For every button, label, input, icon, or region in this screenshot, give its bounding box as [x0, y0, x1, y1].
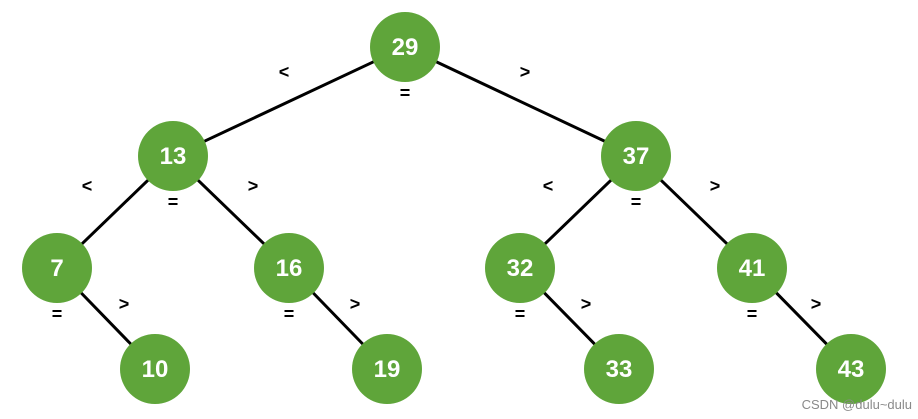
tree-edge	[193, 176, 269, 248]
tree-edge	[199, 58, 379, 145]
node-value: 29	[392, 34, 419, 61]
less-than-label: <	[543, 176, 554, 196]
tree-node-32: 32	[485, 233, 555, 303]
tree-edge	[540, 176, 616, 248]
node-circle	[120, 334, 190, 404]
node-value: 10	[142, 356, 169, 383]
node-circle	[584, 334, 654, 404]
tree-node-13: 13	[138, 121, 208, 191]
node-circle	[138, 121, 208, 191]
tree-node-33: 33	[584, 334, 654, 404]
tree-edge	[77, 288, 135, 349]
equal-label: =	[515, 304, 526, 324]
tree-edge	[77, 176, 153, 248]
tree-edge	[656, 176, 732, 248]
tree-edge	[309, 288, 367, 349]
tree-node-19: 19	[352, 334, 422, 404]
node-circle	[816, 334, 886, 404]
tree-edge	[772, 288, 831, 349]
nodes-layer: 29 13 37 7 16 32 41 10 19 33 43	[22, 12, 886, 404]
greater-than-label: >	[520, 62, 531, 82]
less-than-label: <	[279, 62, 290, 82]
node-value: 16	[276, 255, 303, 282]
tree-node-43: 43	[816, 334, 886, 404]
equal-label: =	[52, 304, 63, 324]
tree-edge	[431, 58, 610, 145]
node-circle	[22, 233, 92, 303]
tree-edge	[540, 288, 599, 349]
tree-node-29: 29	[370, 12, 440, 82]
symbols-layer: < > < > < > > > > > = = = = = = =	[52, 62, 822, 324]
node-circle	[601, 121, 671, 191]
node-circle	[352, 334, 422, 404]
node-value: 19	[374, 356, 401, 383]
node-circle	[485, 233, 555, 303]
node-value: 33	[606, 356, 633, 383]
greater-than-label: >	[248, 176, 259, 196]
node-circle	[717, 233, 787, 303]
tree-node-7: 7	[22, 233, 92, 303]
equal-label: =	[631, 192, 642, 212]
less-than-label: <	[82, 176, 93, 196]
node-circle	[254, 233, 324, 303]
node-value: 43	[838, 356, 865, 383]
greater-than-label: >	[119, 294, 130, 314]
edges-layer	[77, 58, 831, 349]
tree-node-41: 41	[717, 233, 787, 303]
greater-than-label: >	[710, 176, 721, 196]
greater-than-label: >	[350, 294, 361, 314]
tree-node-16: 16	[254, 233, 324, 303]
equal-label: =	[400, 83, 411, 103]
node-value: 37	[623, 143, 650, 170]
tree-node-37: 37	[601, 121, 671, 191]
equal-label: =	[747, 304, 758, 324]
node-value: 41	[739, 255, 766, 282]
node-value: 32	[507, 255, 534, 282]
node-circle	[370, 12, 440, 82]
node-value: 13	[160, 143, 187, 170]
equal-label: =	[168, 192, 179, 212]
node-value: 7	[50, 255, 63, 282]
greater-than-label: >	[581, 294, 592, 314]
watermark-text: CSDN @dulu~dulu	[802, 397, 912, 412]
greater-than-label: >	[811, 294, 822, 314]
equal-label: =	[284, 304, 295, 324]
tree-node-10: 10	[120, 334, 190, 404]
